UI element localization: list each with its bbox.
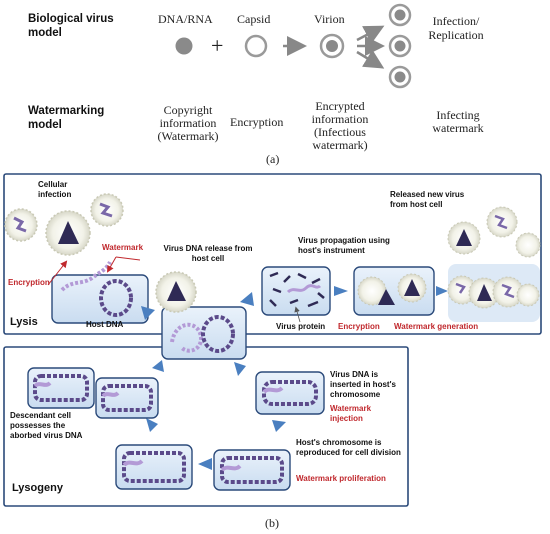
encryption-cell xyxy=(353,266,435,316)
watermark-proliferation-label: Watermark proliferation xyxy=(296,474,386,483)
encryption-pointer xyxy=(47,260,68,286)
center-cell xyxy=(161,306,247,360)
capsid-circle xyxy=(244,34,268,58)
virus-dna-inserted-label: Virus DNA is inserted in host's chromoso… xyxy=(330,370,396,399)
inserted-dna-cell xyxy=(255,371,325,415)
escaping-virus-1 xyxy=(447,221,481,255)
watermarking-model-label: Watermarking model xyxy=(28,105,105,131)
virus-protein-pointer xyxy=(294,306,301,323)
encrypted-info-label: Encrypted information (Infectious waterm… xyxy=(311,99,369,152)
lysogeny-flow-arrows xyxy=(146,360,286,470)
virus-dna-release-label: Virus DNA release from host cell xyxy=(163,244,253,263)
lysogeny-title: Lysogeny xyxy=(12,482,63,494)
propagation-cell xyxy=(261,266,331,316)
reproduced-chromosome-cell xyxy=(213,449,291,491)
descendant-cell-label: Descendant cell possesses the aborbed vi… xyxy=(10,411,83,440)
virion-circle xyxy=(319,33,345,59)
watermark-pointer xyxy=(107,256,141,273)
host-cell-lysis xyxy=(51,261,149,324)
watermark-generation-label: Watermark generation xyxy=(394,322,479,331)
caption-b: (b) xyxy=(265,516,279,530)
descendant-cell-left xyxy=(27,367,95,409)
virus-propagation-label: Virus propagation using host's instrumen… xyxy=(298,236,390,255)
watermark-injection-label: Watermark injection xyxy=(330,404,372,423)
biological-model-label: Biological virus model xyxy=(28,13,114,39)
infecting-watermark-label: Infecting watermark xyxy=(432,108,484,135)
virus-protein-label: Virus protein xyxy=(276,322,326,331)
infecting-virus-3 xyxy=(90,193,124,227)
infection-replication-label: Infection/ Replication xyxy=(428,14,484,42)
dna-rna-circle xyxy=(175,37,193,55)
encryption-step-label: Encryption xyxy=(338,322,380,331)
lysis-title: Lysis xyxy=(10,316,38,328)
dna-rna-label: DNA/RNA xyxy=(158,12,213,26)
replicated-virions xyxy=(388,3,412,89)
spread-arrows xyxy=(356,25,385,69)
encryption-label-b: Encryption xyxy=(8,278,50,287)
plus-sign: + xyxy=(211,33,224,58)
cellular-infection-label: Cellular infection xyxy=(38,180,72,199)
infecting-virus-1 xyxy=(4,208,38,242)
dividing-cell xyxy=(115,444,193,490)
capsid-label: Capsid xyxy=(237,12,271,26)
escaping-virus-3 xyxy=(515,232,541,258)
released-viruses-cell xyxy=(447,264,540,322)
chromosome-reproduced-label: Host's chromosome is reproduced for cell… xyxy=(296,438,401,457)
caption-a: (a) xyxy=(266,152,280,166)
infecting-virus-2 xyxy=(45,210,91,256)
released-virus xyxy=(155,271,197,313)
encryption-label-a: Encryption xyxy=(230,115,284,129)
lysis-flow-arrows xyxy=(141,286,448,320)
released-new-virus-label: Released new virus from host cell xyxy=(390,190,465,209)
descendant-cell-right xyxy=(95,377,159,419)
escaping-virus-2 xyxy=(486,206,518,238)
copyright-label: Copyright information (Watermark) xyxy=(157,103,219,143)
virion-label: Virion xyxy=(314,12,345,26)
watermark-label: Watermark xyxy=(102,243,144,252)
host-dna-label: Host DNA xyxy=(86,320,124,329)
